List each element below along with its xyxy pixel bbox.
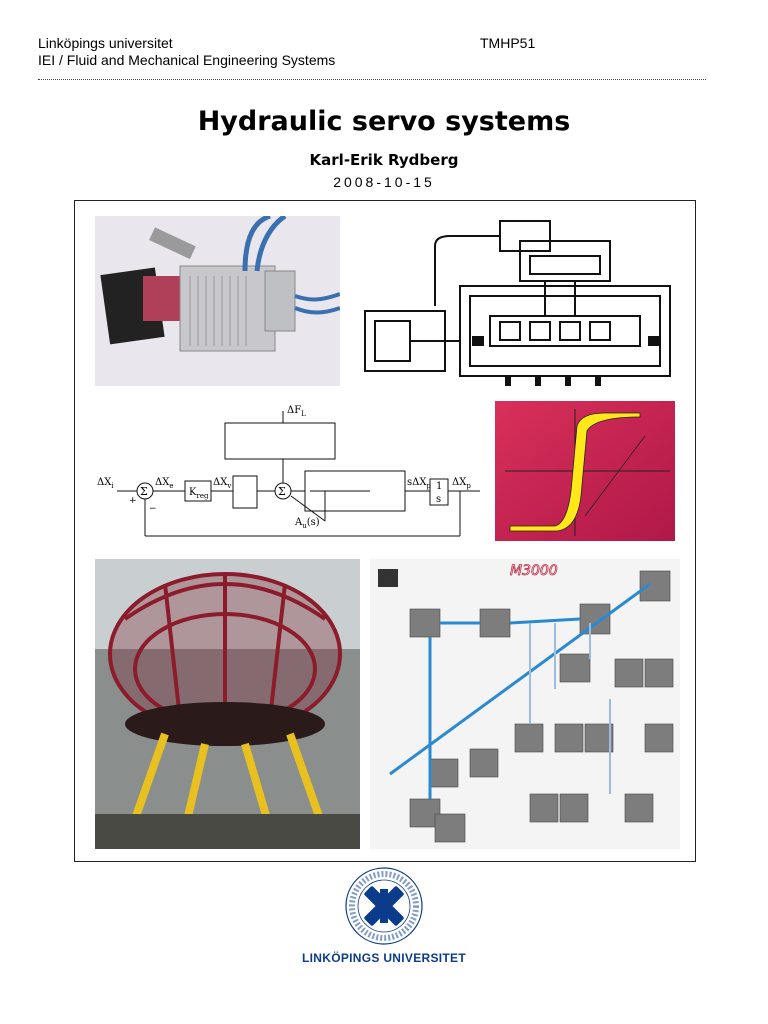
block-valve-label: ΔXv <box>213 477 231 490</box>
block-integrator-num: 1 <box>436 481 442 492</box>
header-course-code: TMHP51 <box>480 35 536 51</box>
block-minus-sign: − <box>149 504 157 514</box>
block-load-label: ΔFL <box>287 405 306 418</box>
m3000-label: M3000 <box>510 563 558 579</box>
servo-valve-photo <box>95 216 340 386</box>
cover-figure-frame: ΔXi + Σ − ΔXe Kreg ΔXv Σ ΔFL sΔXp 1 s ΔX… <box>74 200 696 862</box>
header-rule <box>38 79 706 80</box>
block-error-label: ΔXe <box>155 477 174 490</box>
header-university: Linköpings universitet <box>38 35 173 51</box>
block-feedback-label: Au(s) <box>294 517 320 530</box>
block-integrator-den: s <box>436 494 441 505</box>
motion-simulator-photo <box>95 559 360 849</box>
block-velocity-label: sΔXp <box>407 477 431 490</box>
block-gain-label: Kreg <box>189 487 209 500</box>
valve-cross-section-drawing <box>360 216 680 396</box>
university-logo <box>345 867 423 945</box>
document-author: Karl-Erik Rydberg <box>309 151 459 169</box>
block-input-label: ΔXi <box>97 477 114 490</box>
block-sum-1: Σ <box>140 485 148 498</box>
document-date: 2008-10-15 <box>333 174 435 190</box>
header-department: IEI / Fluid and Mechanical Engineering S… <box>38 52 336 68</box>
block-sum-2: Σ <box>278 485 286 498</box>
m3000-system-diagram: M3000 <box>370 559 680 849</box>
block-plus-sign: + <box>129 496 137 506</box>
control-block-diagram: ΔXi + Σ − ΔXe Kreg ΔXv Σ ΔFL sΔXp 1 s ΔX… <box>95 401 485 546</box>
block-output-label: ΔXp <box>452 477 471 490</box>
hysteresis-plot <box>495 401 675 541</box>
document-title: Hydraulic servo systems <box>197 106 571 137</box>
university-wordmark: LINKÖPINGS UNIVERSITET <box>302 951 466 965</box>
